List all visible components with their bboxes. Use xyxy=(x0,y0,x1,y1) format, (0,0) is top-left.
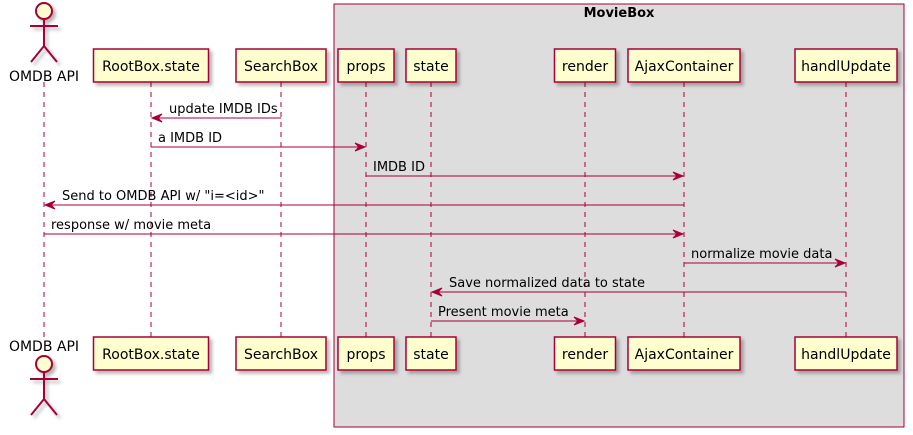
message-label: Send to OMDB API w/ "i=<id>" xyxy=(62,189,265,204)
arrowhead-icon xyxy=(43,200,56,210)
participant-label: render xyxy=(562,347,608,363)
participant-state-top: state xyxy=(405,48,457,83)
participant-box xyxy=(235,48,327,83)
arrowhead-icon xyxy=(834,258,847,268)
message-5: response w/ movie meta xyxy=(44,218,685,239)
arrowhead-icon xyxy=(430,287,443,297)
participant-box xyxy=(794,48,898,83)
group-label: MovieBox xyxy=(584,6,655,21)
participant-searchbox-top: SearchBox xyxy=(235,48,327,83)
message-label: Present movie meta xyxy=(438,305,569,320)
participant-label: AjaxContainer xyxy=(635,59,734,75)
lifelines xyxy=(43,82,847,337)
arrowhead-icon xyxy=(354,142,367,152)
participant-box xyxy=(337,48,395,83)
participant-props-bottom: props xyxy=(337,336,395,371)
participant-box xyxy=(627,336,741,371)
participant-handl-bottom: handlUpdate xyxy=(794,336,898,371)
message-label: response w/ movie meta xyxy=(51,218,211,233)
participant-label: SearchBox xyxy=(244,59,318,75)
arrowhead-icon xyxy=(573,316,586,326)
participant-box xyxy=(405,48,457,83)
participant-box xyxy=(405,336,457,371)
participant-label: RootBox.state xyxy=(102,59,200,75)
participant-box xyxy=(794,336,898,371)
message-4: Send to OMDB API w/ "i=<id>" xyxy=(43,189,684,210)
participant-label: handlUpdate xyxy=(801,59,891,75)
actor-figure-icon xyxy=(30,2,58,63)
participant-ajax-top: AjaxContainer xyxy=(627,48,741,83)
participant-handl-top: handlUpdate xyxy=(794,48,898,83)
participant-label: state xyxy=(413,59,448,75)
arrowhead-icon xyxy=(672,229,685,239)
participant-label: OMDB API xyxy=(9,339,79,355)
participant-box xyxy=(337,336,395,371)
message-label: Save normalized data to state xyxy=(449,276,645,291)
participant-label: props xyxy=(346,347,385,363)
message-3: IMDB ID xyxy=(366,160,685,181)
participant-label: SearchBox xyxy=(244,347,318,363)
participant-label: OMDB API xyxy=(9,69,79,85)
arrowhead-icon xyxy=(672,171,685,181)
arrowhead-icon xyxy=(150,113,163,123)
participant-searchbox-bottom: SearchBox xyxy=(235,336,327,371)
actor-figure-icon xyxy=(30,355,58,416)
message-6: normalize movie data xyxy=(684,247,847,268)
participant-label: RootBox.state xyxy=(102,347,200,363)
participant-label: props xyxy=(346,59,385,75)
message-label: IMDB ID xyxy=(373,160,425,175)
message-7: Save normalized data to state xyxy=(430,276,846,297)
participant-ajax-bottom: AjaxContainer xyxy=(627,336,741,371)
participant-rootbox-bottom: RootBox.state xyxy=(92,336,210,371)
participant-box xyxy=(235,336,327,371)
message-8: Present movie meta xyxy=(431,305,586,326)
participant-state-bottom: state xyxy=(405,336,457,371)
message-1: update IMDB IDs xyxy=(150,102,281,123)
participant-box xyxy=(627,48,741,83)
message-2: a IMDB ID xyxy=(151,131,367,152)
participant-omdb-top: OMDB API xyxy=(9,2,79,85)
participant-box xyxy=(92,48,210,83)
participant-label: state xyxy=(413,347,448,363)
participant-label: AjaxContainer xyxy=(635,347,734,363)
participant-box xyxy=(92,336,210,371)
messages: update IMDB IDs a IMDB ID IMDB ID Send to O… xyxy=(43,102,847,326)
participant-props-top: props xyxy=(337,48,395,83)
participant-rootbox-top: RootBox.state xyxy=(92,48,210,83)
participant-box xyxy=(553,48,617,83)
message-label: update IMDB IDs xyxy=(169,102,278,117)
participant-label: render xyxy=(562,59,608,75)
message-label: a IMDB ID xyxy=(158,131,222,146)
participant-omdb-bottom: OMDB API xyxy=(9,339,79,416)
participant-box xyxy=(553,336,617,371)
participant-render-top: render xyxy=(553,48,617,83)
message-label: normalize movie data xyxy=(691,247,832,262)
participant-render-bottom: render xyxy=(553,336,617,371)
participant-label: handlUpdate xyxy=(801,347,891,363)
